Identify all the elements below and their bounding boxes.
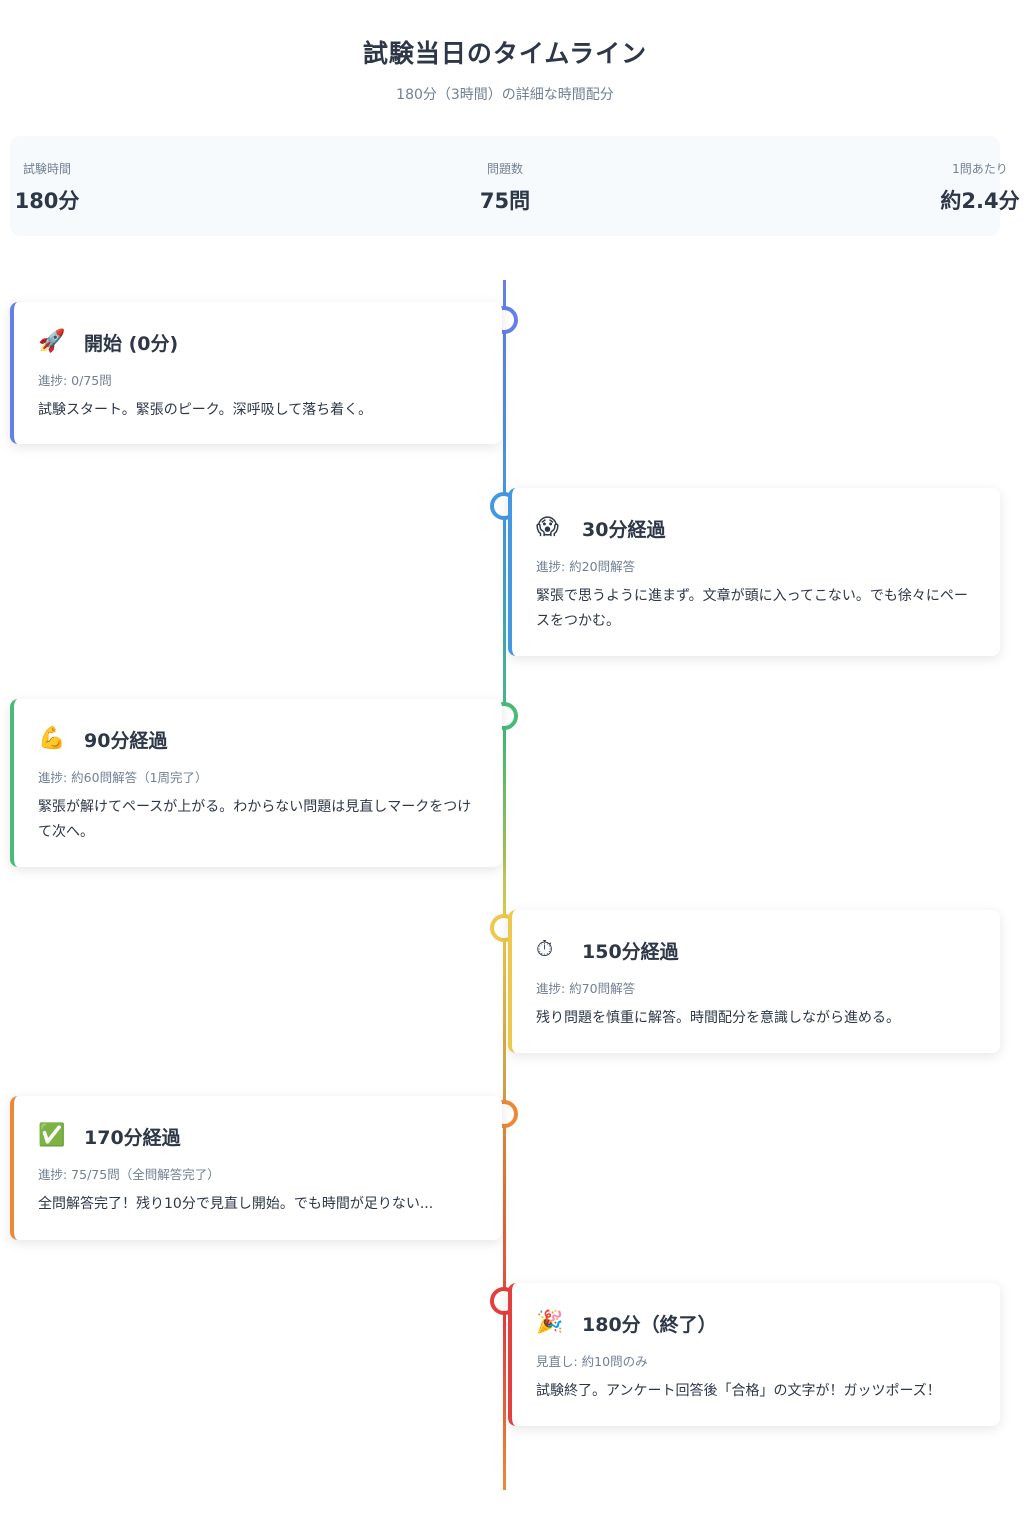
page-title: 試験当日のタイムライン xyxy=(362,39,648,68)
card-title: 170分経過 xyxy=(84,1126,181,1149)
card-progress: 進捗: 75/75問（全問解答完了） xyxy=(38,1167,220,1182)
stat-label: 問題数 xyxy=(486,162,523,176)
stat-label: 試験時間 xyxy=(22,162,71,176)
card-description: 全問解答完了！残り10分で見直し開始。でも時間が足りない... xyxy=(38,1196,434,1212)
card-description: 緊張が解けてペースが上がる。わからない問題は見直しマークをつけて次へ。 xyxy=(38,799,472,840)
timeline-card-170min: ✅ 170分経過 進捗: 75/75問（全問解答完了） 全問解答完了！残り10分… xyxy=(10,1096,502,1240)
stat-per-question: 1問あたり 約2.4分 xyxy=(815,136,1025,236)
card-progress: 進捗: 約20問解答 xyxy=(536,559,636,574)
flexed-biceps-icon: 💪 xyxy=(38,726,66,751)
party-popper-icon: 🎉 xyxy=(536,1310,564,1335)
card-progress: 進捗: 約70問解答 xyxy=(536,981,636,996)
stat-value: 約2.4分 xyxy=(940,189,1020,213)
timeline-card-end: 🎉 180分（終了） 見直し: 約10問のみ 試験終了。アンケート回答後「合格」… xyxy=(508,1283,1000,1426)
fearful-face-icon: 😱 xyxy=(536,515,559,540)
stopwatch-icon: ⏱ xyxy=(536,937,554,962)
timeline-card-90min: 💪 90分経過 進捗: 約60問解答（1周完了） 緊張が解けてペースが上がる。わ… xyxy=(10,699,502,867)
card-title: 30分経過 xyxy=(582,518,666,541)
card-description: 試験スタート。緊張のピーク。深呼吸して落ち着く。 xyxy=(38,402,373,418)
timeline-line xyxy=(503,280,506,1490)
card-progress: 見直し: 約10問のみ xyxy=(536,1354,648,1369)
stat-value: 180分 xyxy=(14,189,80,213)
timeline-card-30min: 😱 30分経過 進捗: 約20問解答 緊張で思うように進まず。文章が頭に入ってこ… xyxy=(508,488,1000,656)
timeline-card-start: 🚀 開始 (0分) 進捗: 0/75問 試験スタート。緊張のピーク。深呼吸して落… xyxy=(10,302,502,444)
stat-exam-time: 試験時間 180分 xyxy=(0,136,212,236)
card-progress: 進捗: 約60問解答（1周完了） xyxy=(38,770,208,785)
stat-label: 1問あたり xyxy=(952,162,1008,176)
card-description: 試験終了。アンケート回答後「合格」の文字が！ガッツポーズ！ xyxy=(536,1383,941,1399)
check-mark-icon: ✅ xyxy=(38,1123,66,1148)
stat-question-count: 問題数 75問 xyxy=(340,136,670,236)
timeline-dot xyxy=(490,492,518,520)
card-title: 90分経過 xyxy=(84,729,168,752)
card-title: 180分（終了） xyxy=(582,1313,717,1336)
card-progress: 進捗: 0/75問 xyxy=(38,373,112,388)
card-description: 緊張で思うように進まず。文章が頭に入ってこない。でも徐々にペースをつかむ。 xyxy=(536,588,968,629)
card-description: 残り問題を慎重に解答。時間配分を意識しながら進める。 xyxy=(536,1010,900,1026)
card-title: 150分経過 xyxy=(582,940,679,963)
page-subtitle: 180分（3時間）の詳細な時間配分 xyxy=(396,87,614,103)
card-title: 開始 (0分) xyxy=(84,332,179,355)
rocket-icon: 🚀 xyxy=(38,329,66,354)
stats-panel: 試験時間 180分 問題数 75問 1問あたり 約2.4分 xyxy=(10,136,1020,236)
timeline-card-150min: ⏱ 150分経過 進捗: 約70問解答 残り問題を慎重に解答。時間配分を意識しな… xyxy=(508,910,1000,1053)
stat-value: 75問 xyxy=(479,189,531,213)
